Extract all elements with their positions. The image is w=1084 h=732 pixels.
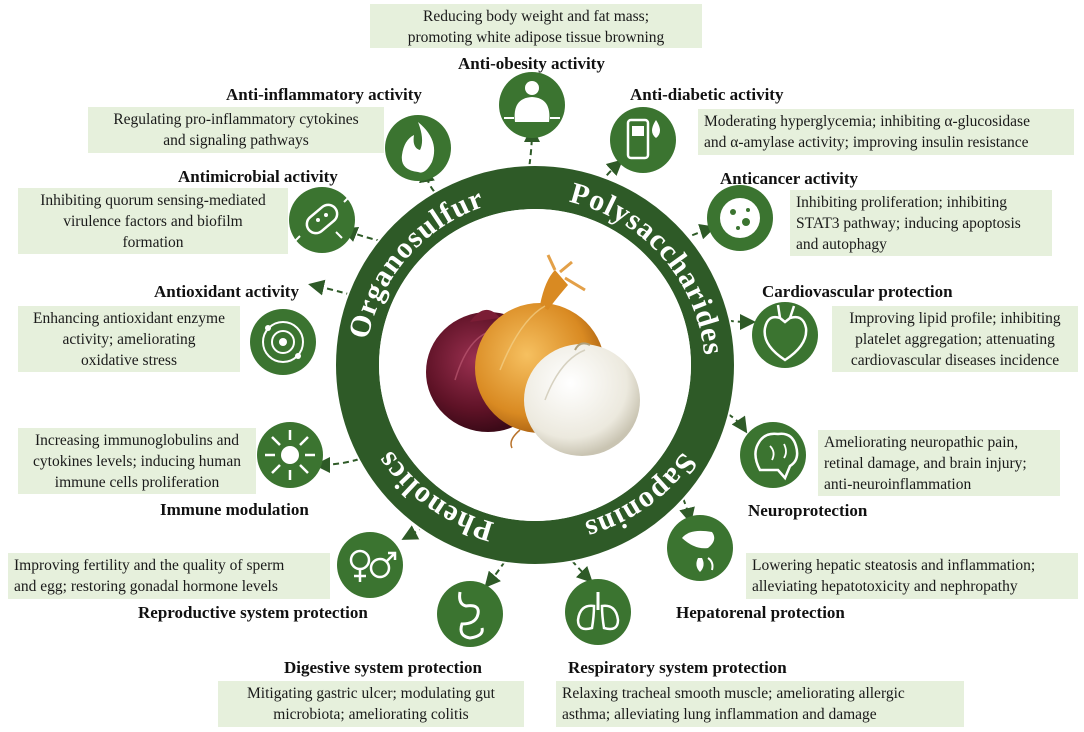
title-antioxidant: Antioxidant activity <box>154 282 299 301</box>
desc-anticancer: Inhibiting proliferation; inhibiting STA… <box>790 190 1052 256</box>
title-respiratory: Respiratory system protection <box>568 658 787 677</box>
flame-icon <box>385 115 451 181</box>
title-hepatorenal: Hepatorenal protection <box>676 603 845 622</box>
desc-digestive: Mitigating gastric ulcer; modulating gut… <box>218 681 524 727</box>
title-neuro: Neuroprotection <box>748 501 868 520</box>
desc-respiratory: Relaxing tracheal smooth muscle; amelior… <box>556 681 964 727</box>
glucometer-icon <box>610 107 676 173</box>
title-anti-inflammatory: Anti-inflammatory activity <box>226 85 422 104</box>
desc-cardiovascular: Improving lipid profile; inhibiting plat… <box>832 306 1078 372</box>
gender-icon <box>337 532 403 598</box>
liver-kidney-icon <box>667 515 733 581</box>
atom-icon <box>250 309 316 375</box>
bacteria-icon <box>289 187 355 253</box>
title-anti-diabetic: Anti-diabetic activity <box>630 85 784 104</box>
heart-icon <box>752 302 818 368</box>
antibody-icon <box>257 422 323 488</box>
desc-reproductive: Improving fertility and the quality of s… <box>8 553 330 599</box>
title-reproductive: Reproductive system protection <box>138 603 368 622</box>
desc-immune: Increasing immunoglobulins and cytokines… <box>18 428 256 494</box>
obesity-icon <box>499 72 565 138</box>
title-anti-obesity: Anti-obesity activity <box>458 54 605 73</box>
onions-illustration <box>426 254 640 456</box>
title-digestive: Digestive system protection <box>284 658 482 677</box>
cancer-cell-icon <box>707 185 773 251</box>
title-anticancer: Anticancer activity <box>720 169 859 188</box>
desc-anti-obesity: Reducing body weight and fat mass; promo… <box>370 4 702 48</box>
desc-anti-inflammatory: Regulating pro-inflammatory cytokines an… <box>88 107 384 153</box>
desc-antioxidant: Enhancing antioxidant enzyme activity; a… <box>18 306 240 372</box>
title-immune: Immune modulation <box>160 500 309 519</box>
desc-anti-diabetic: Moderating hyperglycemia; inhibiting α-g… <box>698 109 1074 155</box>
stomach-icon <box>437 581 503 647</box>
title-antimicrobial: Antimicrobial activity <box>178 167 338 186</box>
brain-icon <box>740 422 806 488</box>
desc-antimicrobial: Inhibiting quorum sensing-mediated virul… <box>18 188 288 254</box>
icon-group <box>250 72 818 647</box>
desc-neuro: Ameliorating neuropathic pain, retinal d… <box>818 430 1060 496</box>
lungs-icon <box>565 579 631 645</box>
title-cardiovascular: Cardiovascular protection <box>762 282 953 301</box>
desc-hepatorenal: Lowering hepatic steatosis and inflammat… <box>746 553 1078 599</box>
